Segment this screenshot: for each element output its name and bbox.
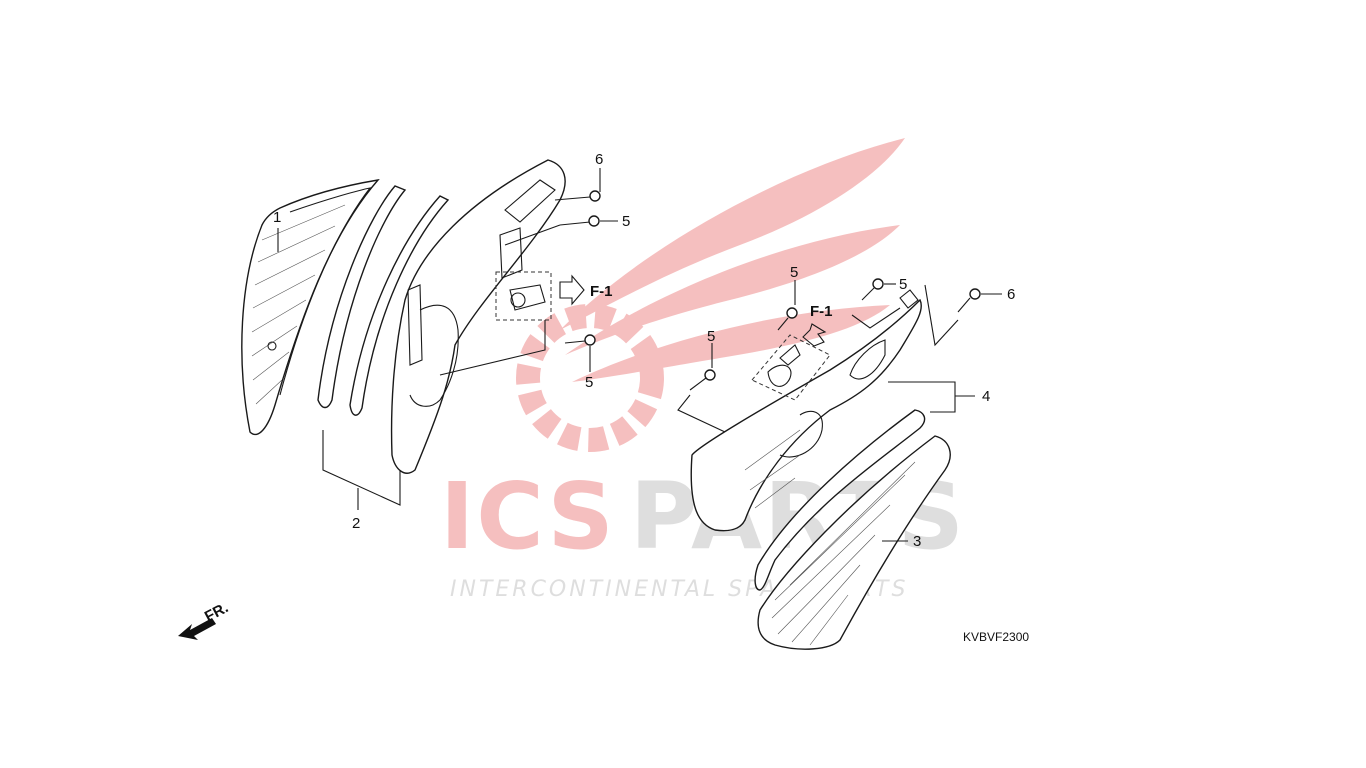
right-f1-reference: F-1: [810, 303, 833, 320]
screw-5-c: [777, 280, 798, 331]
callout-part-4: 4: [982, 388, 990, 405]
callout-labels: 1 2 3 4 6 5 5 5 5 5 6: [273, 151, 1015, 550]
left-f1-reference: F-1: [590, 283, 613, 300]
right-screws: [677, 278, 1002, 433]
part-1-left-lens: [241, 178, 380, 436]
part-2-left-housing: [317, 159, 566, 510]
part-3-right-lens: [757, 435, 951, 650]
screw-6-a: [554, 168, 601, 202]
callout-screw-6-b: 6: [1007, 286, 1015, 303]
screw-5-b: [564, 334, 596, 372]
callout-part-3: 3: [913, 533, 921, 550]
left-screws: [504, 168, 618, 372]
callout-screw-6-a: 6: [595, 151, 603, 168]
callout-screw-5-a: 5: [622, 213, 630, 230]
screw-5-e: [851, 278, 901, 329]
callout-screw-5-b: 5: [585, 374, 593, 391]
callout-screw-5-d: 5: [707, 328, 715, 345]
right-packing: [754, 409, 926, 591]
part-4-right-housing: [690, 289, 922, 532]
diagram-code: KVBVF2300: [963, 630, 1029, 644]
wing-logo: [516, 138, 905, 452]
callout-screw-5-c: 5: [790, 264, 798, 281]
front-arrow-icon: [178, 618, 216, 640]
gear-icon: [516, 304, 664, 452]
screw-5-a: [504, 215, 618, 246]
screw-5-d: [677, 343, 726, 433]
callout-screw-5-e: 5: [899, 276, 907, 293]
callout-part-2: 2: [352, 515, 360, 532]
callout-part-1: 1: [273, 209, 281, 226]
watermark-brand-left: ICS: [440, 463, 616, 570]
screw-6-b: [924, 284, 1002, 347]
right-bulb-socket-detail: F-1: [751, 303, 833, 401]
left-bulb-socket-detail: F-1: [439, 271, 613, 376]
front-direction-indicator: FR.: [178, 599, 231, 640]
